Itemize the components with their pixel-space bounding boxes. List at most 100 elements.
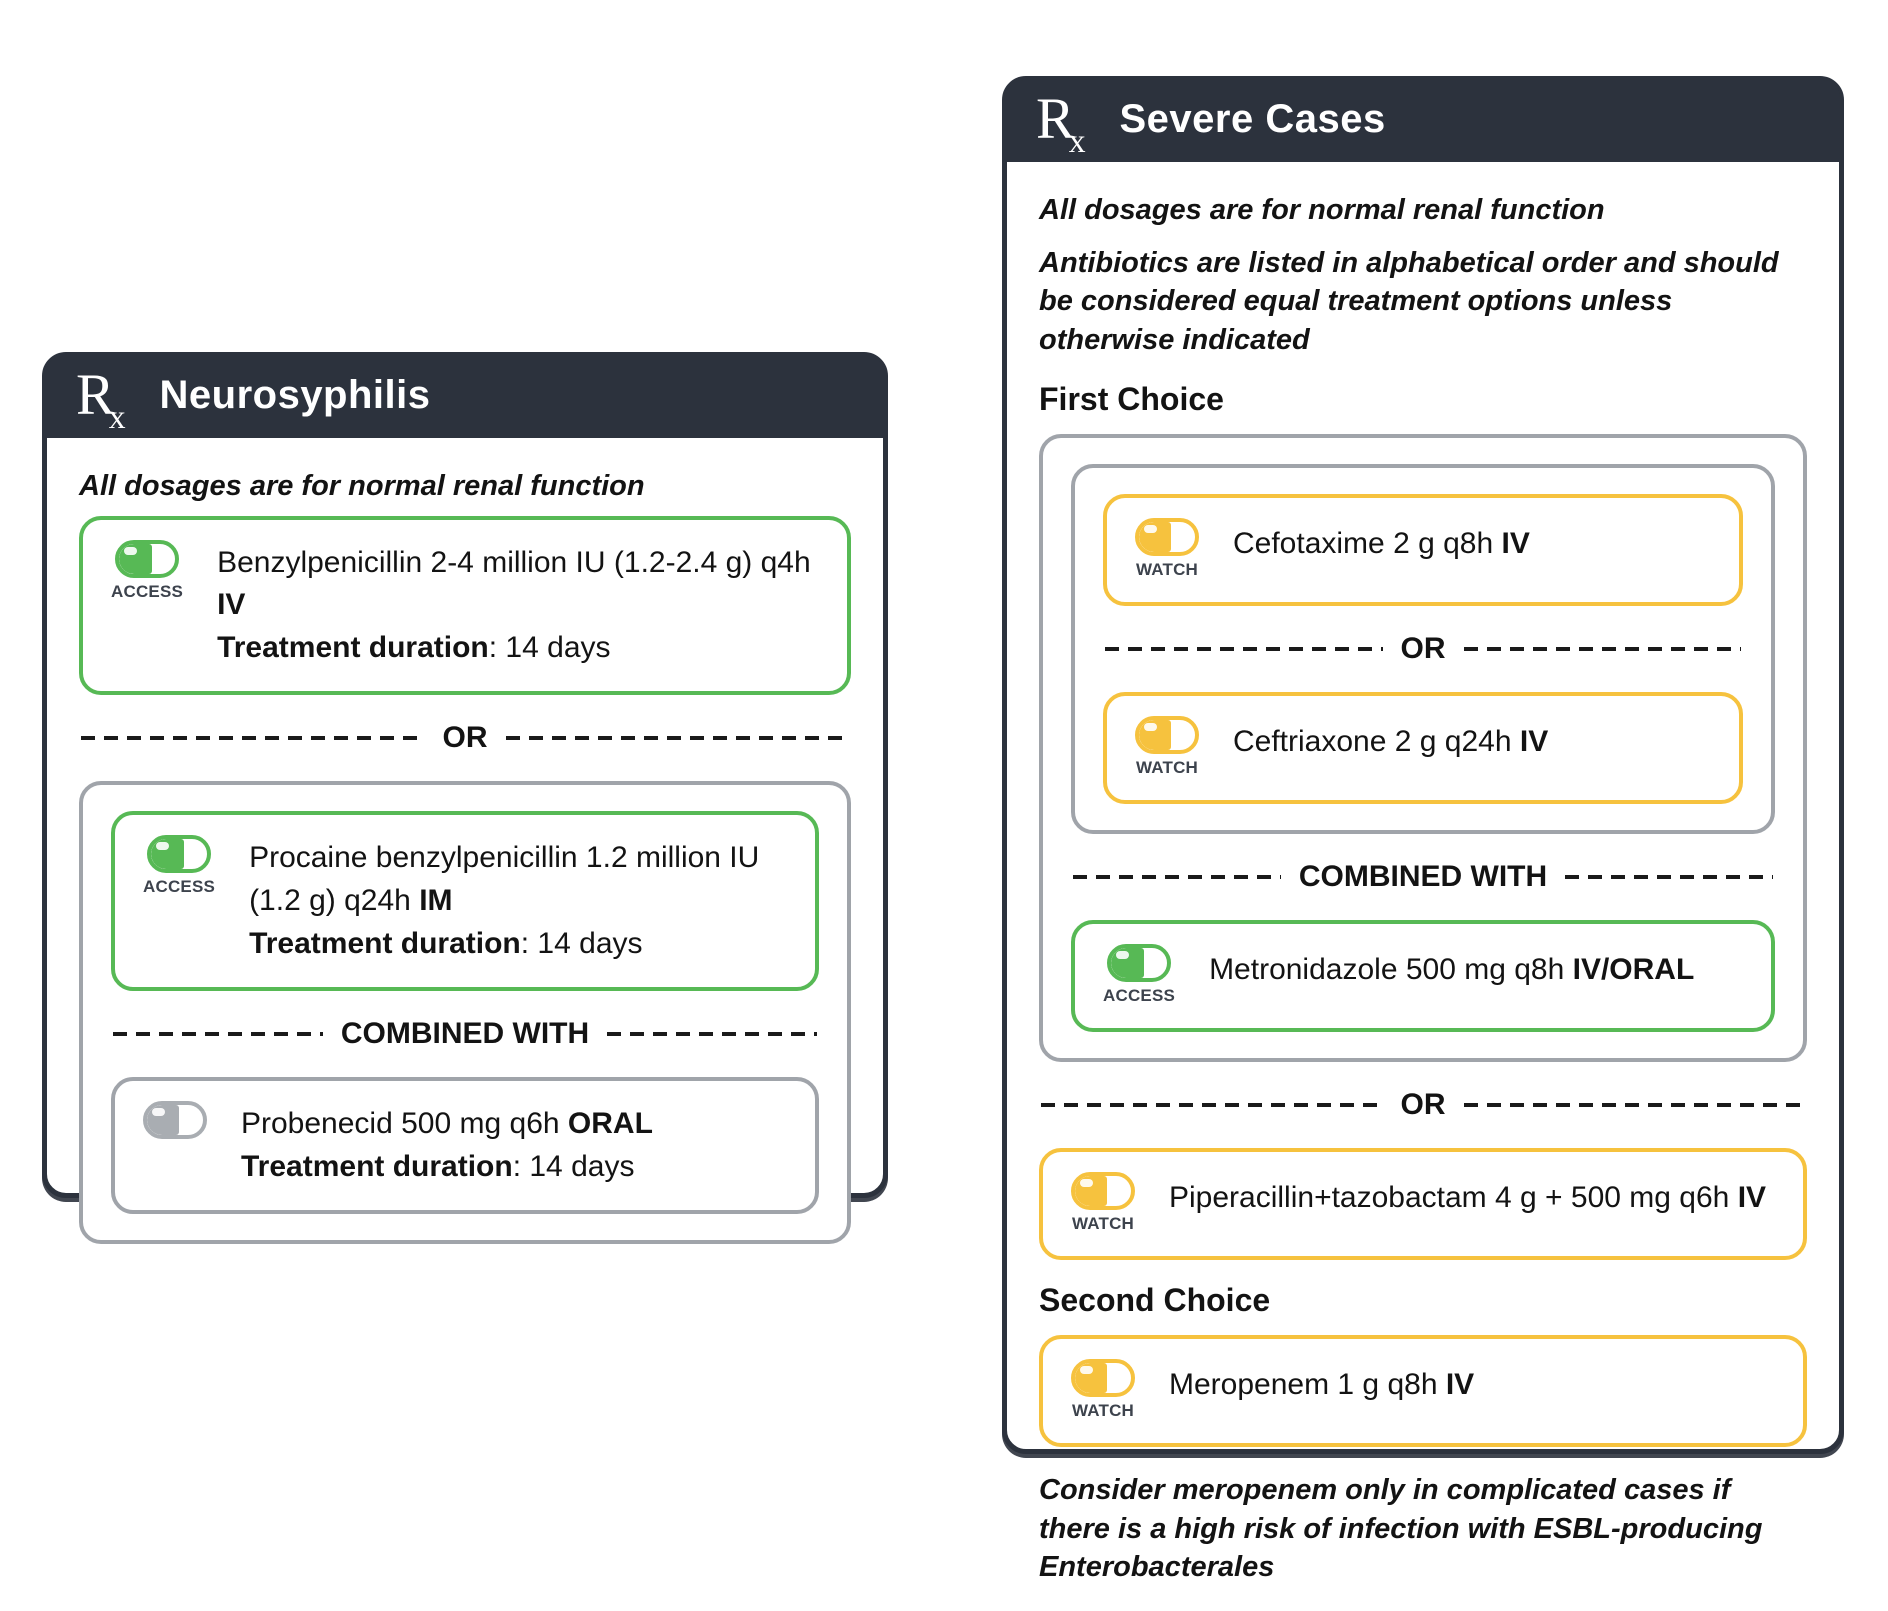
or-divider: OR bbox=[1105, 632, 1741, 666]
dash-line bbox=[1463, 647, 1741, 652]
capsule-icon bbox=[1135, 518, 1199, 557]
drug-name: Procaine benzylpenicillin 1.2 million IU… bbox=[249, 841, 760, 917]
drug-name: Benzylpenicillin 2-4 million IU (1.2-2.4… bbox=[217, 545, 811, 579]
drugbox-procaine-benzylpenicillin: ACCESS Procaine benzylpenicillin 1.2 mil… bbox=[111, 811, 819, 992]
watch-label: WATCH bbox=[1071, 1214, 1135, 1234]
drugbox-metronidazole: ACCESS Metronidazole 500 mg q8h IV/ORAL bbox=[1071, 920, 1775, 1033]
card-neurosyphilis: Rx Neurosyphilis All dosages are for nor… bbox=[42, 352, 888, 1245]
watch-label: WATCH bbox=[1071, 1401, 1135, 1421]
watch-pill-icon: WATCH bbox=[1135, 716, 1199, 778]
dash-line bbox=[1105, 647, 1383, 652]
access-pill-icon: ACCESS bbox=[143, 835, 215, 897]
card-body-severe-cases: All dosages are for normal renal functio… bbox=[1007, 161, 1839, 1611]
drug-text: Metronidazole 500 mg q8h IV/ORAL bbox=[1209, 944, 1694, 994]
renal-function-note: All dosages are for normal renal functio… bbox=[1039, 194, 1605, 226]
dash-line bbox=[607, 1032, 817, 1037]
card-body-neurosyphilis: All dosages are for normal renal functio… bbox=[47, 437, 883, 1268]
unclassified-pill-icon bbox=[143, 1101, 207, 1140]
drug-name: Probenecid 500 mg q6h bbox=[241, 1107, 568, 1141]
dash-line bbox=[505, 736, 849, 741]
drug-name: Meropenem 1 g q8h bbox=[1169, 1368, 1446, 1402]
drug-route: ORAL bbox=[567, 1107, 653, 1141]
capsule-icon bbox=[115, 539, 180, 578]
combination-group: ACCESS Procaine benzylpenicillin 1.2 mil… bbox=[79, 781, 851, 1245]
card-header-severe-cases: Rx Severe Cases bbox=[1006, 80, 1840, 162]
meropenem-caution-note: Consider meropenem only in complicated c… bbox=[1039, 1474, 1763, 1584]
first-choice-heading: First Choice bbox=[1039, 381, 1224, 418]
dash-line bbox=[1565, 875, 1773, 880]
duration-value: : 14 days bbox=[512, 1149, 635, 1183]
watch-pill-icon: WATCH bbox=[1071, 1172, 1135, 1234]
duration-value: : 14 days bbox=[520, 926, 643, 960]
card-severe-cases: Rx Severe Cases All dosages are for norm… bbox=[1002, 76, 1844, 1583]
second-choice-heading: Second Choice bbox=[1039, 1282, 1271, 1319]
or-divider: OR bbox=[1041, 1088, 1805, 1122]
drugbox-meropenem: WATCH Meropenem 1 g q8h IV bbox=[1039, 1335, 1807, 1448]
drug-name: Ceftriaxone 2 g q24h bbox=[1233, 725, 1520, 759]
capsule-icon bbox=[147, 835, 212, 874]
first-choice-group: WATCH Cefotaxime 2 g q8h IV OR bbox=[1039, 434, 1807, 1063]
drug-text: Probenecid 500 mg q6h ORAL Treatment dur… bbox=[241, 1101, 653, 1188]
cephalosporin-options-group: WATCH Cefotaxime 2 g q8h IV OR bbox=[1071, 464, 1775, 835]
combined-with-label: COMBINED WITH bbox=[1298, 860, 1548, 894]
combined-with-divider: COMBINED WITH bbox=[1073, 860, 1773, 894]
capsule-icon bbox=[1135, 716, 1199, 755]
capsule-icon bbox=[143, 1101, 207, 1140]
drug-route: IV bbox=[1519, 725, 1549, 759]
drugbox-benzylpenicillin: ACCESS Benzylpenicillin 2-4 million IU (… bbox=[79, 515, 851, 696]
duration-label: Treatment duration bbox=[217, 630, 489, 664]
capsule-icon bbox=[1071, 1172, 1135, 1211]
drugbox-cefotaxime: WATCH Cefotaxime 2 g q8h IV bbox=[1103, 494, 1743, 607]
watch-label: WATCH bbox=[1135, 758, 1199, 778]
watch-label: WATCH bbox=[1135, 560, 1199, 580]
drugbox-piperacillin-tazobactam: WATCH Piperacillin+tazobactam 4 g + 500 … bbox=[1039, 1148, 1807, 1261]
or-label: OR bbox=[442, 721, 488, 755]
drug-text: Ceftriaxone 2 g q24h IV bbox=[1233, 716, 1548, 766]
or-label: OR bbox=[1400, 1088, 1446, 1122]
watch-pill-icon: WATCH bbox=[1135, 518, 1199, 580]
combined-with-divider: COMBINED WITH bbox=[113, 1017, 817, 1051]
dash-line bbox=[113, 1032, 323, 1037]
access-label: ACCESS bbox=[143, 877, 216, 897]
rx-icon: Rx bbox=[1036, 86, 1086, 160]
duration-label: Treatment duration bbox=[249, 926, 521, 960]
or-label: OR bbox=[1400, 632, 1446, 666]
renal-function-note: All dosages are for normal renal functio… bbox=[79, 470, 645, 502]
access-label: ACCESS bbox=[1103, 986, 1176, 1006]
duration-label: Treatment duration bbox=[241, 1149, 513, 1183]
duration-value: : 14 days bbox=[488, 630, 611, 664]
drugbox-ceftriaxone: WATCH Ceftriaxone 2 g q24h IV bbox=[1103, 692, 1743, 805]
drugbox-probenecid: Probenecid 500 mg q6h ORAL Treatment dur… bbox=[111, 1077, 819, 1215]
drug-route: IM bbox=[419, 883, 453, 917]
combined-with-label: COMBINED WITH bbox=[340, 1017, 590, 1051]
drug-route: IV/ORAL bbox=[1572, 953, 1695, 987]
dash-line bbox=[1463, 1103, 1805, 1108]
rx-icon: Rx bbox=[76, 362, 126, 436]
card-header-neurosyphilis: Rx Neurosyphilis bbox=[46, 356, 884, 438]
drug-route: IV bbox=[1737, 1181, 1767, 1215]
drug-route: IV bbox=[1445, 1368, 1475, 1402]
dash-line bbox=[81, 736, 425, 741]
page-title: Neurosyphilis bbox=[159, 372, 431, 417]
capsule-icon bbox=[1071, 1359, 1135, 1398]
access-pill-icon: ACCESS bbox=[1103, 944, 1175, 1006]
access-pill-icon: ACCESS bbox=[111, 539, 184, 602]
dash-line bbox=[1073, 875, 1281, 880]
drug-text: Cefotaxime 2 g q8h IV bbox=[1233, 518, 1530, 568]
drug-text: Piperacillin+tazobactam 4 g + 500 mg q6h… bbox=[1169, 1172, 1766, 1222]
drug-route: IV bbox=[217, 588, 246, 622]
drug-name: Metronidazole 500 mg q8h bbox=[1209, 953, 1573, 987]
capsule-icon bbox=[1107, 944, 1172, 983]
canvas: Rx Neurosyphilis All dosages are for nor… bbox=[42, 76, 1844, 1583]
drug-text: Procaine benzylpenicillin 1.2 million IU… bbox=[249, 835, 787, 965]
access-label: ACCESS bbox=[111, 581, 184, 601]
drug-name: Cefotaxime 2 g q8h bbox=[1233, 527, 1502, 561]
drug-text: Benzylpenicillin 2-4 million IU (1.2-2.4… bbox=[217, 540, 819, 670]
drug-text: Meropenem 1 g q8h IV bbox=[1169, 1359, 1474, 1409]
watch-pill-icon: WATCH bbox=[1071, 1359, 1135, 1421]
drug-name: Piperacillin+tazobactam 4 g + 500 mg q6h bbox=[1169, 1181, 1738, 1215]
alphabetical-order-note: Antibiotics are listed in alphabetical o… bbox=[1039, 246, 1779, 356]
page-title: Severe Cases bbox=[1119, 96, 1386, 141]
or-divider: OR bbox=[81, 721, 849, 755]
drug-route: IV bbox=[1501, 527, 1530, 561]
